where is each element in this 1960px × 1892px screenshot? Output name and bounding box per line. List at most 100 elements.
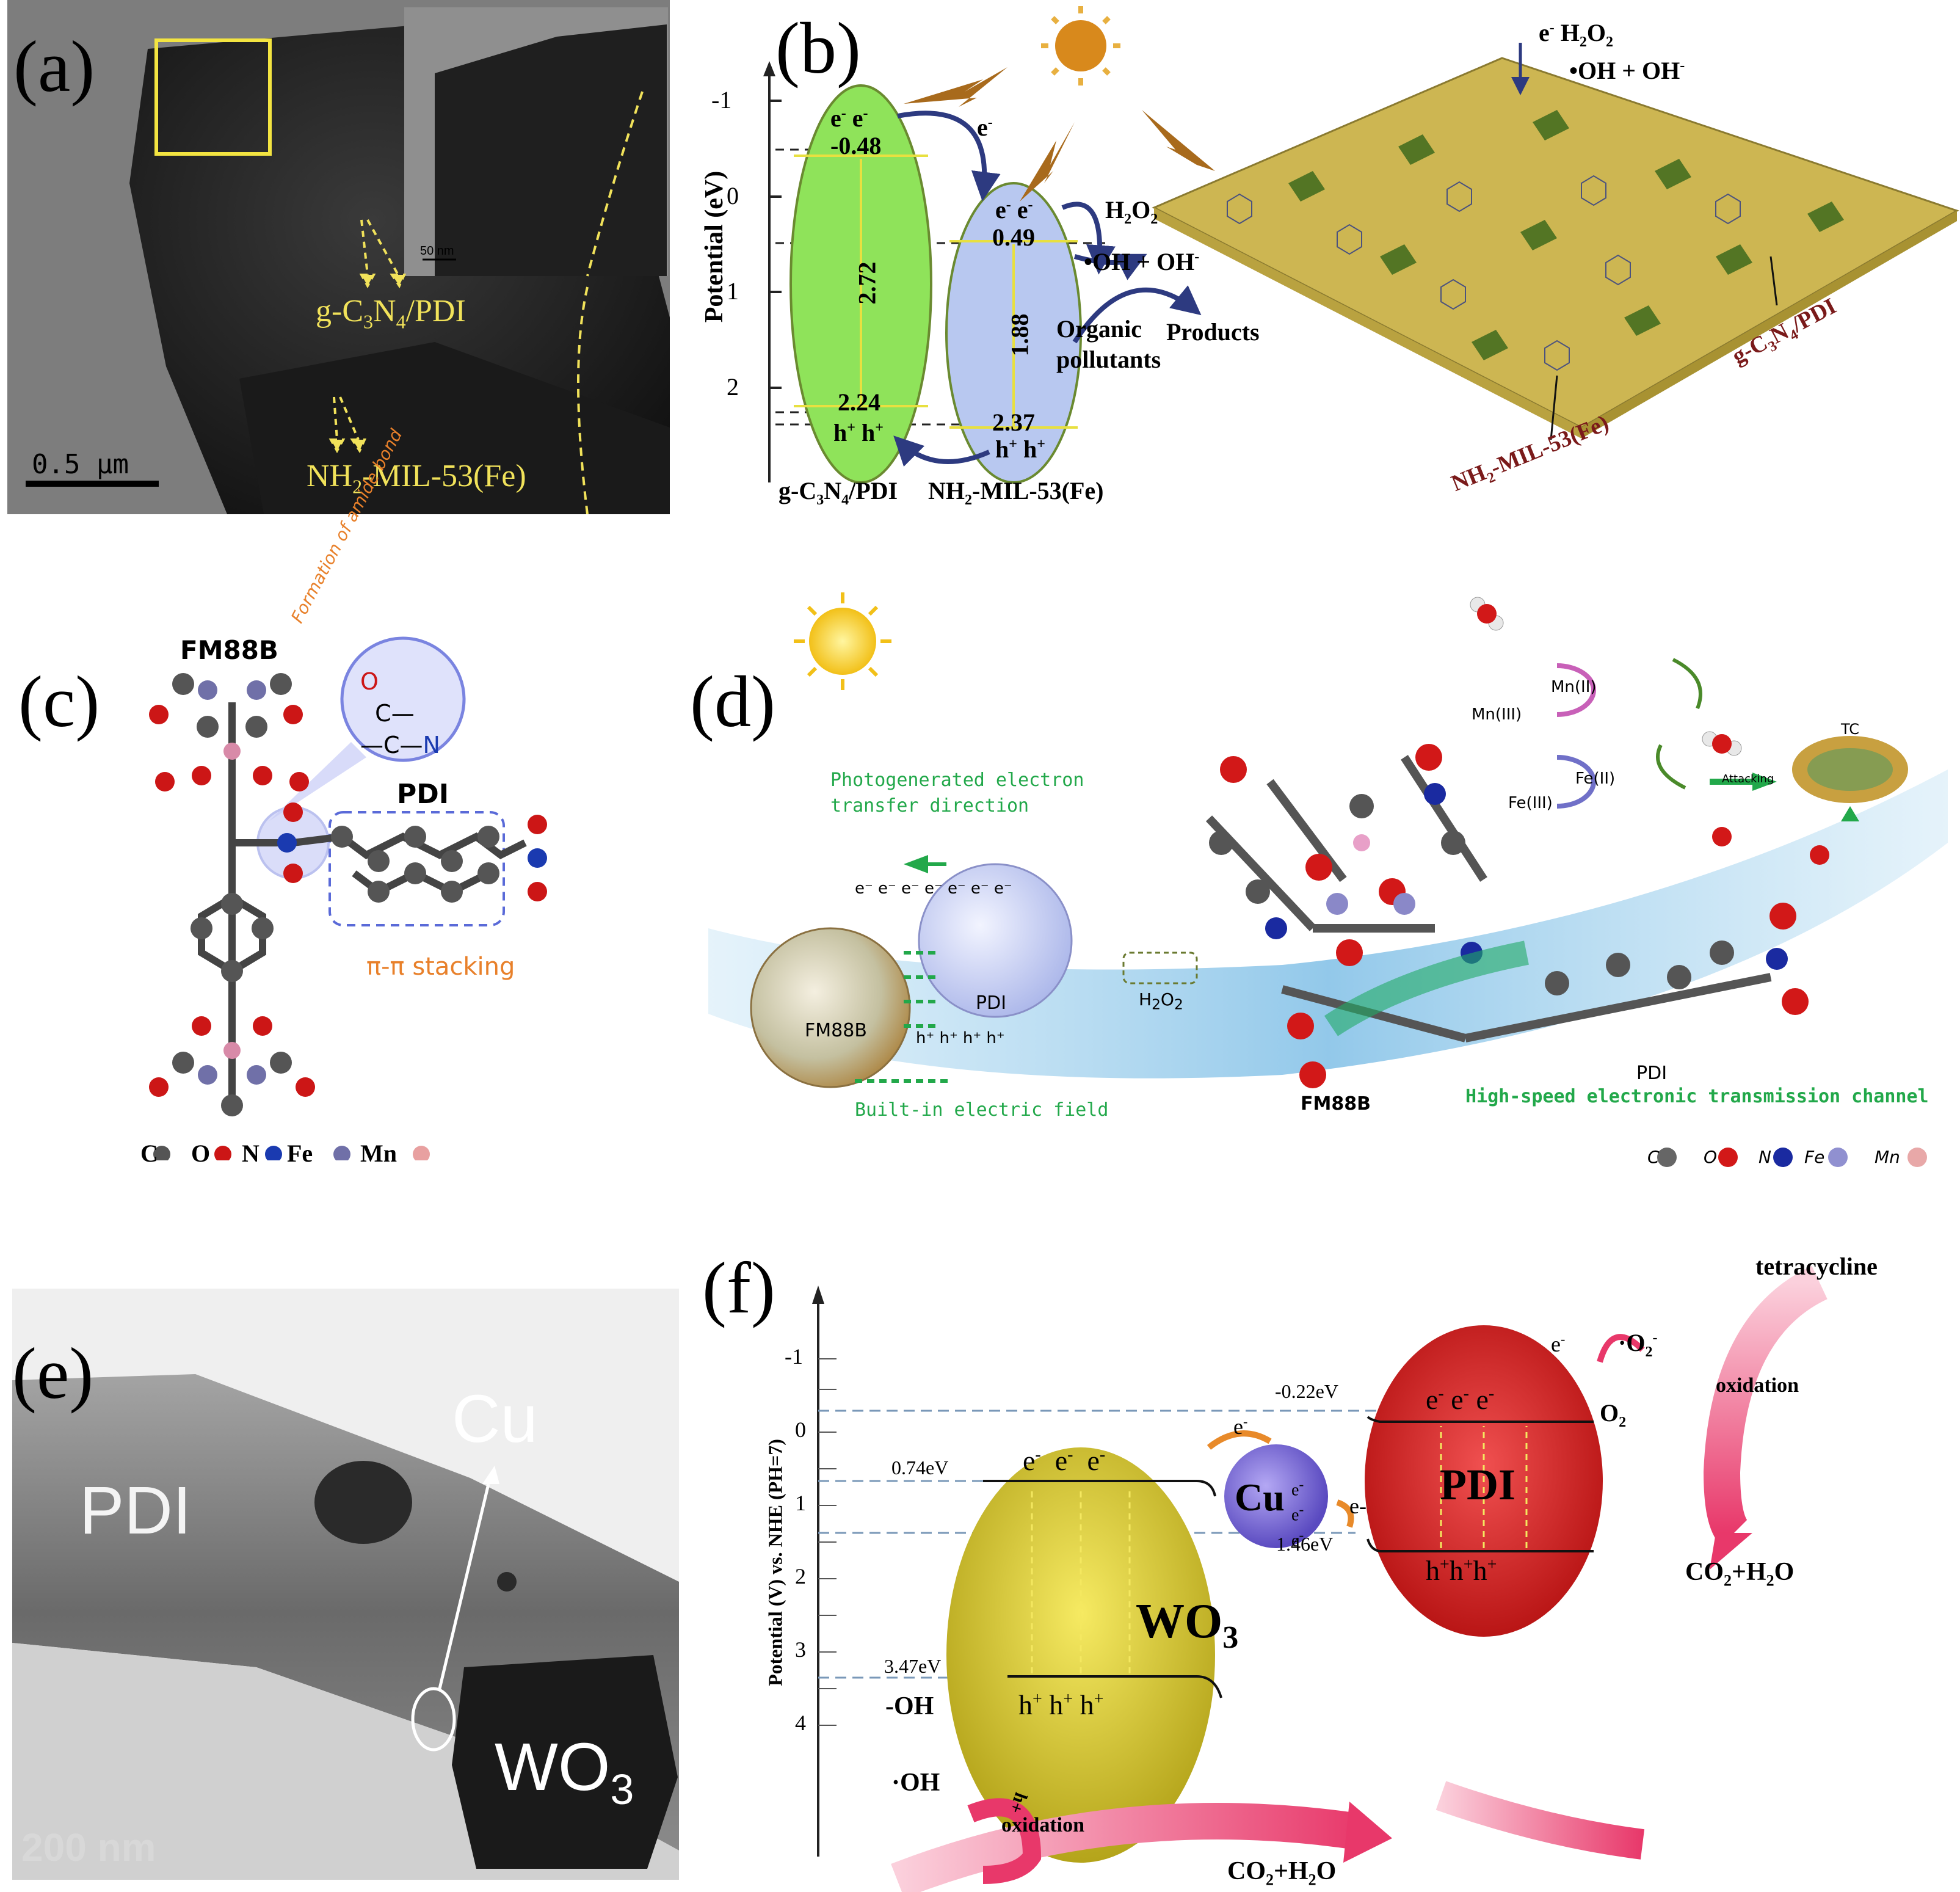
f-oxidation-bottom: oxidation	[1001, 1814, 1085, 1836]
d-legend-markers	[1657, 1148, 1927, 1167]
c-legend-markers	[153, 1146, 430, 1160]
b-h2o2: H2O2	[1105, 196, 1158, 227]
d-pdi-sphere-label: PDI	[976, 992, 1007, 1014]
f-wo3-electrons: e- e- e-	[1023, 1445, 1106, 1476]
wo3-particle	[452, 1655, 678, 1869]
f-pdi-label: PDI	[1440, 1460, 1515, 1509]
c-legend-n: N	[242, 1140, 260, 1167]
b-organic: Organic	[1056, 315, 1142, 343]
b-left-vb: 2.24	[838, 388, 880, 416]
b-tick-1: 1	[727, 277, 739, 305]
framework-sheet	[1152, 57, 1959, 438]
d-fe3: Fe(III)	[1508, 794, 1553, 812]
panel-letter-d: (d)	[690, 661, 775, 742]
d-fm88b-sphere-label: FM88B	[805, 1020, 867, 1041]
panel-b-graphics	[763, 6, 1959, 484]
d-highspeed: High-speed electronic transmission chann…	[1465, 1086, 1929, 1107]
c-fm88b: FM88B	[180, 635, 278, 665]
d-holes: h⁺ h⁺ h⁺ h⁺	[916, 1029, 1005, 1047]
b-x-left: g-C3N4/PDI	[779, 477, 898, 508]
f-e146: 1.46eV	[1276, 1533, 1334, 1555]
scale-bar-label: 0.5 μm	[32, 449, 129, 480]
f-cu-label: Cu	[1235, 1475, 1285, 1519]
panel-b: (b) Potential (eV) -1 0 1 2 e- e- -0.48 …	[678, 0, 1960, 537]
f-tick-0: 0	[795, 1417, 806, 1442]
inset-scale-label: 50 nm	[420, 244, 454, 258]
zoom-box	[154, 38, 272, 156]
panel-e-tem-image: (e) PDI Cu WO3 200 nm	[12, 1289, 679, 1880]
panel-e-graphics	[12, 1289, 679, 1880]
d-legend-n: N	[1759, 1147, 1771, 1167]
panel-letter-b: (b)	[775, 7, 861, 89]
f-oh-rad: ·OH	[891, 1769, 940, 1797]
panel-d-graphics	[708, 592, 1948, 1167]
d-fm88b-label: FM88B	[1301, 1093, 1371, 1115]
d-photo-line1: Photogenerated electron	[830, 770, 1084, 791]
panel-c-graphics	[149, 636, 547, 1160]
c-stacking: π-π stacking	[366, 953, 515, 981]
c-amide-structure: O C——C—N	[360, 668, 440, 759]
d-pdi-label: PDI	[1636, 1063, 1668, 1084]
cu-circle	[411, 1687, 456, 1752]
b-radicals: •OH + OH-	[1084, 248, 1200, 275]
d-fe2: Fe(II)	[1575, 770, 1616, 788]
panel-letter-c: (c)	[18, 661, 100, 742]
b-left-gap: 2.72	[853, 261, 881, 305]
b-tick-m1: -1	[711, 86, 732, 114]
f-tick-4: 4	[795, 1711, 806, 1735]
b-tick-2: 2	[727, 373, 739, 401]
sun-icon	[1041, 6, 1120, 86]
b-left-cb: -0.48	[830, 132, 882, 159]
wo3-band	[946, 1447, 1215, 1863]
panel-d: (d) Photogenerated electron transfer dir…	[672, 586, 1960, 1185]
b-y-axis-label: Potential (eV)	[700, 170, 728, 323]
b-sheet-radicals: •OH + OH-	[1569, 57, 1685, 84]
c-legend-o: O	[191, 1140, 211, 1167]
f-tick-m1: -1	[785, 1344, 803, 1369]
f-e074: 0.74eV	[891, 1457, 949, 1479]
d-legend-mn: Mn	[1875, 1147, 1900, 1167]
f-pdi-holes: h+h+h+	[1426, 1555, 1497, 1586]
panel-letter-f: (f)	[702, 1247, 775, 1328]
b-left-holes: h+ h+	[833, 419, 884, 446]
f-cu-e-out: e-	[1349, 1494, 1367, 1518]
f-wo3-holes: h+ h+ h+	[1018, 1689, 1104, 1720]
sun-icon	[794, 592, 891, 690]
f-co2h2o-right: CO2+H2O	[1685, 1558, 1795, 1590]
label-nh2-mil-53: NH2-MIL-53(Fe)	[307, 459, 526, 498]
panel-f: (f) Potential (V) vs. NHE (PH=7) -1 0 1 …	[690, 1228, 1960, 1892]
d-legend-c: C	[1647, 1147, 1660, 1167]
b-sheet-h2o2: e- H2O2	[1539, 19, 1614, 50]
f-cu-e-in: e-	[1233, 1414, 1248, 1439]
panel-a-graphics	[7, 0, 670, 514]
b-transfer-electron: e-	[977, 114, 993, 141]
b-right-gap: 1.88	[1006, 313, 1034, 357]
f-wo3-label: WO3	[1136, 1595, 1239, 1655]
panel-letter-a: (a)	[13, 26, 95, 107]
panel-letter-e: (e)	[12, 1333, 94, 1414]
f-e022: -0.22eV	[1275, 1380, 1338, 1402]
f-tick-1: 1	[795, 1491, 806, 1515]
label-g-c3n4-pdi: g-C3N4/PDI	[316, 294, 466, 333]
pdi-dashed-box	[328, 811, 505, 926]
c-legend-c: C	[140, 1140, 158, 1167]
f-cu-electrons: e-e-e-	[1291, 1477, 1304, 1550]
e-scale: 200 nm	[21, 1825, 156, 1869]
d-builtin: Built-in electric field	[855, 1099, 1109, 1121]
f-y-axis-label: Potential (V) vs. NHE (PH=7)	[764, 1439, 786, 1686]
f-pdi-electrons: e- e- e-	[1426, 1384, 1495, 1415]
f-tick-2: 2	[795, 1564, 806, 1588]
e-cu: Cu	[452, 1381, 538, 1457]
panel-f-graphics	[812, 1265, 1828, 1892]
d-attacking: Attacking	[1722, 773, 1774, 785]
f-tick-3: 3	[795, 1637, 806, 1662]
c-pdi: PDI	[397, 779, 449, 810]
d-photo-line2: transfer direction	[830, 795, 1029, 817]
b-pollutants: pollutants	[1056, 346, 1161, 373]
d-electrons: e⁻ e⁻ e⁻ e⁻ e⁻ e⁻ e⁻	[855, 879, 1012, 898]
b-right-electrons: e- e-	[995, 196, 1033, 224]
d-tc: TC	[1841, 721, 1860, 738]
f-o2: O2	[1600, 1399, 1627, 1430]
b-right-vb: 2.37	[992, 409, 1035, 436]
d-legend-fe: Fe	[1804, 1147, 1825, 1167]
